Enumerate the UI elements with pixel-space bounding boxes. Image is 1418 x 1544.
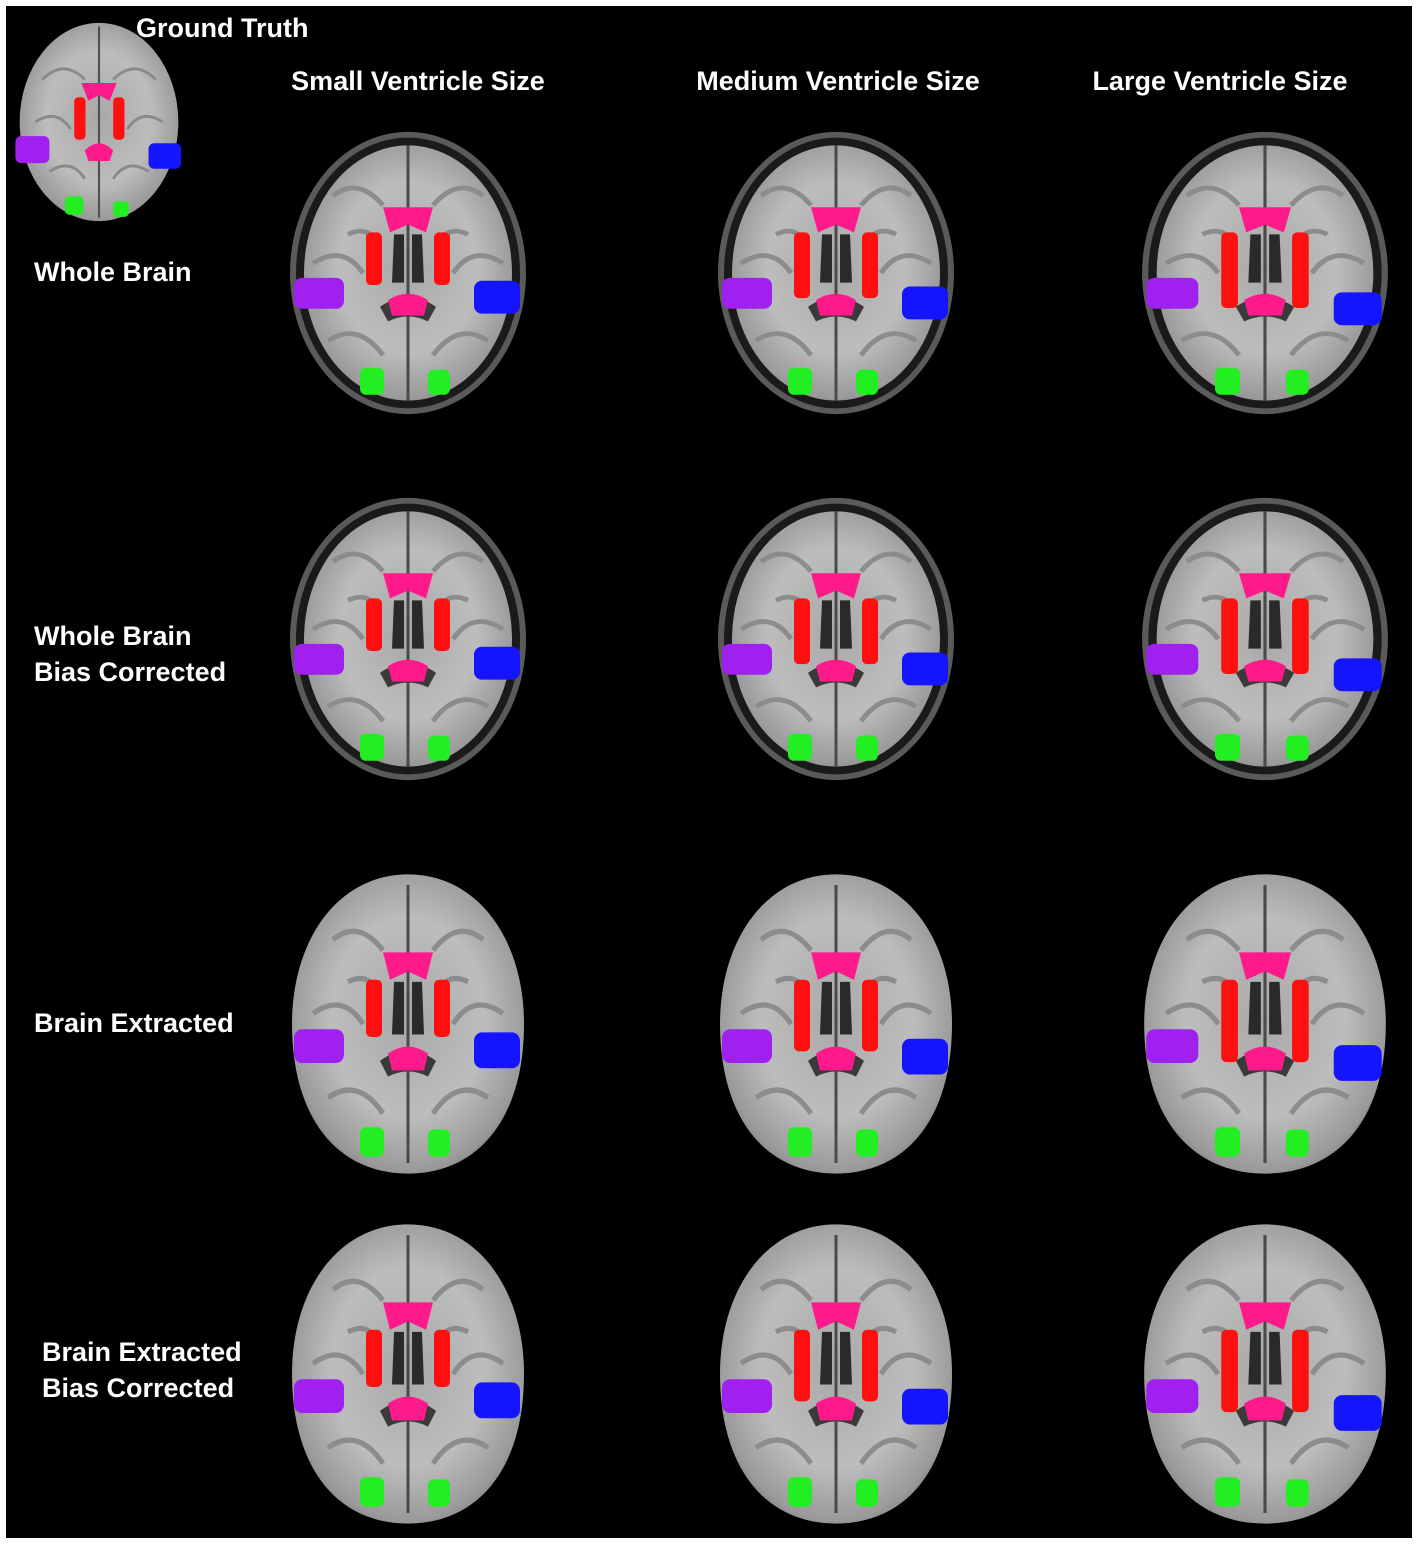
brain-whole-brain-medium-image	[718, 131, 954, 415]
brain-whole-brain-small-image	[290, 131, 526, 415]
brain-whole-brain-bias-corrected-large-image	[1142, 497, 1388, 781]
brain-whole-brain-bias-corrected-small-image	[290, 497, 526, 781]
row-label-whole-brain-bias-corrected: Whole Brain Bias Corrected	[34, 621, 227, 687]
column-header-medium: Medium Ventricle Size	[696, 66, 980, 96]
brain-brain-extracted-small-image	[292, 874, 524, 1174]
row-label-brain-extracted-bias-corrected: Brain Extracted Bias Corrected	[42, 1337, 242, 1403]
ground-truth-label: Ground Truth	[136, 13, 309, 43]
ground-truth-brain-image	[15, 22, 182, 222]
column-header-small: Small Ventricle Size	[291, 66, 545, 96]
brain-brain-extracted-bias-corrected-medium-image	[720, 1224, 952, 1524]
brain-brain-extracted-bias-corrected-small-image	[292, 1224, 524, 1524]
figure-panel: Ground Truth Small Ventricle Size Medium…	[6, 6, 1412, 1538]
row-label-whole-brain: Whole Brain	[34, 257, 192, 287]
brain-whole-brain-large-image	[1142, 131, 1388, 415]
brain-brain-extracted-large-image	[1144, 874, 1386, 1174]
brain-brain-extracted-bias-corrected-large-image	[1144, 1224, 1386, 1524]
brain-whole-brain-bias-corrected-medium-image	[718, 497, 954, 781]
column-header-large: Large Ventricle Size	[1092, 66, 1348, 96]
brain-brain-extracted-medium-image	[720, 874, 952, 1174]
row-label-brain-extracted: Brain Extracted	[34, 1008, 234, 1038]
